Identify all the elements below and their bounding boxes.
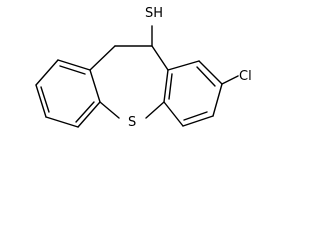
bond bbox=[198, 60, 223, 85]
bond bbox=[151, 45, 169, 71]
double-bond bbox=[196, 66, 216, 87]
double-bond bbox=[168, 73, 173, 100]
bond bbox=[163, 101, 184, 127]
chloro-bond bbox=[221, 75, 239, 85]
bond bbox=[45, 116, 79, 128]
double-bond bbox=[183, 111, 208, 121]
double-bond bbox=[40, 86, 50, 113]
double-bond bbox=[59, 65, 86, 75]
bond bbox=[99, 101, 120, 119]
ring-sulfur-label: S bbox=[128, 115, 136, 130]
bond bbox=[212, 83, 223, 117]
bond bbox=[35, 84, 47, 118]
bond bbox=[89, 69, 101, 103]
bond bbox=[57, 59, 91, 71]
right-benzene-ring bbox=[163, 60, 223, 127]
bond bbox=[89, 45, 116, 71]
bond bbox=[35, 59, 59, 86]
bond bbox=[163, 69, 169, 103]
left-benzene-ring bbox=[35, 59, 101, 128]
bond bbox=[77, 101, 101, 128]
bond bbox=[182, 115, 214, 127]
chloro-label: Cl bbox=[239, 69, 252, 84]
bond bbox=[145, 101, 165, 119]
double-bond bbox=[75, 101, 95, 123]
bond bbox=[167, 60, 200, 71]
central-ring bbox=[89, 45, 169, 119]
chemical-structure-diagram: SH Cl S bbox=[35, 6, 252, 130]
thiol-label: SH bbox=[145, 6, 163, 21]
